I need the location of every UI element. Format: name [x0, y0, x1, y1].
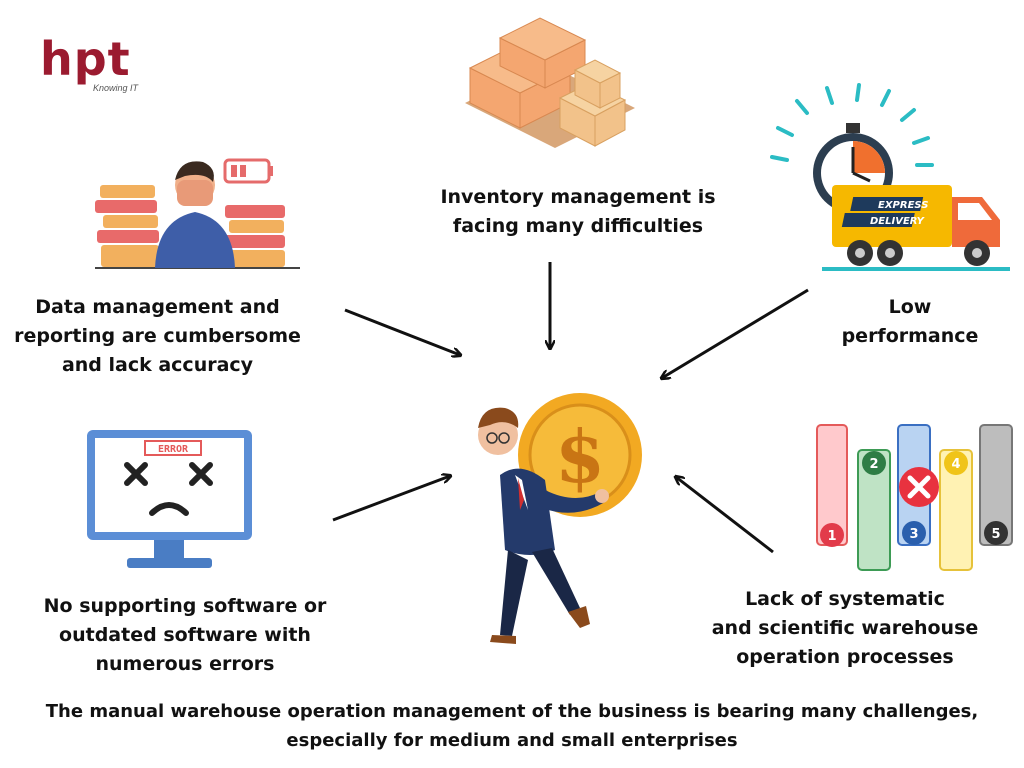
software-label-line-2: outdated software with: [59, 624, 311, 646]
truck-text-delivery: DELIVERY: [870, 216, 926, 227]
processes-label-line-2: and scientific warehouse: [711, 617, 979, 639]
inventory-label-line-2: facing many difficulties: [452, 215, 704, 237]
inventory-label-line-1: Inventory management is: [440, 186, 716, 208]
logo-tagline: Knowing IT: [93, 83, 139, 93]
software-label: No supporting software or outdated softw…: [30, 592, 340, 679]
performance-label-line-1: Low: [888, 296, 932, 318]
arrow-performance: [662, 288, 809, 378]
inventory-label: Inventory management is facing many diff…: [420, 183, 736, 241]
performance-label-line-2: performance: [841, 325, 979, 347]
step-number-4: 4: [951, 457, 960, 472]
performance-label: Low performance: [830, 293, 990, 351]
caption-line-1: The manual warehouse operation managemen…: [45, 701, 979, 722]
error-banner-text: ERROR: [158, 444, 189, 455]
dollar-sign-text: $: [555, 414, 605, 499]
arrow-software: [332, 476, 450, 522]
bottom-caption: The manual warehouse operation managemen…: [0, 697, 1024, 755]
step-number-5: 5: [991, 527, 1000, 542]
step-number-3: 3: [909, 527, 918, 542]
data-management-label-line-3: and lack accuracy: [61, 354, 254, 376]
arrow-processes: [676, 477, 774, 554]
stressed-person-files-icon: [95, 158, 300, 269]
processes-label: Lack of systematic and scientific wareho…: [700, 585, 990, 672]
businessman-carrying-coin-icon: $: [478, 393, 642, 644]
process-steps-columns-icon: 1 2 3 4 5: [816, 424, 1013, 571]
data-management-label-line-2: reporting are cumbersome: [14, 325, 301, 347]
data-management-label: Data management and reporting are cumber…: [5, 293, 310, 380]
step-number-2: 2: [869, 457, 878, 472]
software-label-line-3: numerous errors: [95, 653, 275, 675]
inventory-boxes-icon: [465, 17, 635, 148]
hpt-logo: hpt: [40, 32, 131, 86]
arrow-data-management: [344, 308, 460, 355]
processes-label-line-3: operation processes: [736, 646, 954, 668]
processes-label-line-1: Lack of systematic: [745, 588, 945, 610]
data-management-label-line-1: Data management and: [35, 296, 280, 318]
truck-text-express: EXPRESS: [878, 200, 928, 211]
caption-line-2: especially for medium and small enterpri…: [286, 730, 738, 751]
step-number-1: 1: [827, 529, 836, 544]
express-delivery-truck-icon: EXPRESS DELIVERY: [770, 83, 1010, 271]
software-label-line-1: No supporting software or: [43, 595, 327, 617]
error-monitor-icon: ERROR: [87, 430, 252, 568]
